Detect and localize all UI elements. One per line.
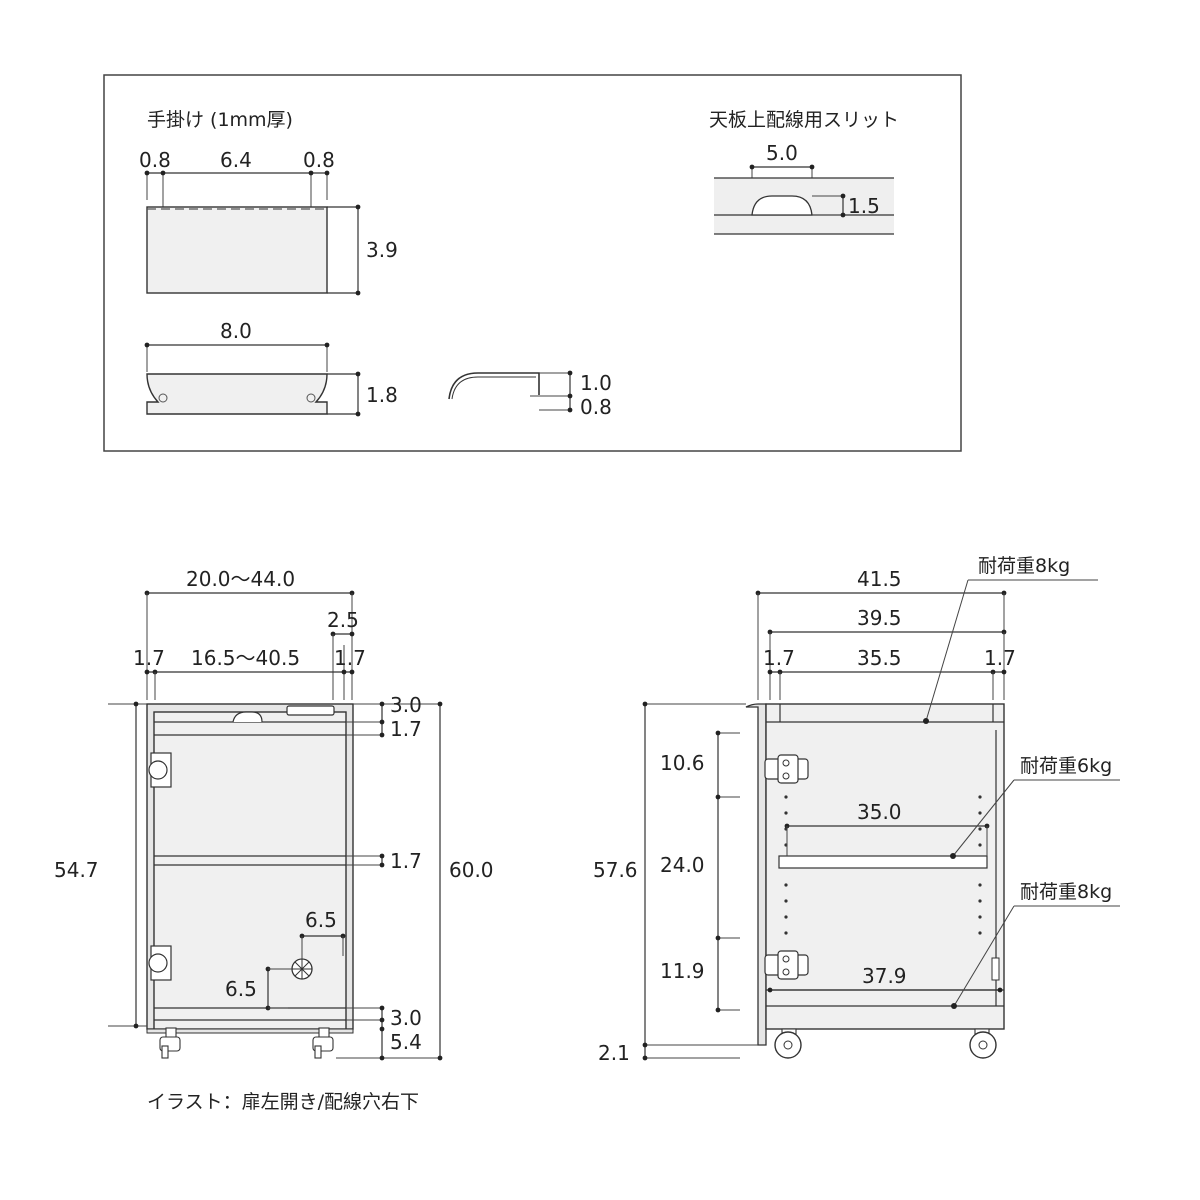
handle-top-view (144, 342, 361, 417)
front-dim-bottom-board: 3.0 (390, 1006, 422, 1030)
front-dim-side-right: 1.7 (334, 646, 366, 670)
front-view-cabinet (146, 703, 354, 1034)
front-dim-inner-height: 54.7 (54, 858, 99, 882)
side-dim-seg-top: 10.6 (660, 751, 705, 775)
front-dim-hole-x: 6.5 (305, 908, 337, 932)
front-dim-mid-shelf: 1.7 (390, 849, 422, 873)
side-hinge-bottom (764, 950, 809, 980)
slit-dim-width: 5.0 (766, 141, 798, 165)
front-dim-top-board: 3.0 (390, 693, 422, 717)
front-dim-inner-range: 16.5～40.5 (191, 646, 300, 670)
side-dim-inner: 35.5 (857, 646, 902, 670)
load-top-label: 耐荷重8kg (978, 555, 1070, 577)
side-dim-shelf-depth: 35.0 (857, 800, 902, 824)
side-hinge-top (764, 754, 809, 784)
front-dim-under-top: 1.7 (390, 717, 422, 741)
side-dim-depth-total: 41.5 (857, 567, 902, 591)
handle-dim-mid: 6.4 (220, 148, 252, 172)
side-caster-left (774, 1028, 802, 1059)
front-dim-hole-y: 6.5 (225, 977, 257, 1001)
front-view-dimensions (144, 590, 355, 700)
load-shelf-label: 耐荷重6kg (1020, 755, 1112, 777)
front-dim-side-left: 1.7 (133, 646, 165, 670)
front-dim-side-gap: 2.5 (327, 608, 359, 632)
handle-dim-left: 0.8 (139, 148, 171, 172)
front-caster-left (159, 1027, 181, 1059)
side-dim-bottom-depth: 37.9 (862, 964, 907, 988)
front-hinge-top (148, 752, 172, 788)
side-dim-seg-bottom: 11.9 (660, 959, 705, 983)
front-dim-caster: 5.4 (390, 1030, 422, 1054)
handle-dim-depth: 1.8 (366, 383, 398, 407)
load-bottom-label: 耐荷重8kg (1020, 881, 1112, 903)
slit-dim-height: 1.5 (848, 194, 880, 218)
front-cable-hole (265, 933, 346, 1011)
front-dim-total-height: 60.0 (449, 858, 494, 882)
front-dim-width-range: 20.0～44.0 (186, 567, 295, 591)
side-left-dimensions (642, 701, 758, 1061)
slit-detail (714, 164, 894, 235)
front-caption: イラスト：扉左開き/配線穴右下 (147, 1091, 419, 1113)
side-inner-dimensions (767, 823, 1003, 993)
side-dim-side-left: 1.7 (763, 646, 795, 670)
side-dim-depth-inner: 39.5 (857, 606, 902, 630)
load-leaders (923, 579, 1120, 1009)
side-dim-foot: 2.1 (598, 1041, 630, 1065)
side-top-dimensions (755, 590, 1007, 700)
handle-title: 手掛け (1mm厚) (147, 109, 293, 131)
handle-dim-height: 3.9 (366, 238, 398, 262)
side-dim-seg-mid: 24.0 (660, 853, 705, 877)
handle-dim-right: 0.8 (303, 148, 335, 172)
bend-dim-bottom: 0.8 (580, 395, 612, 419)
handle-dim-width: 8.0 (220, 319, 252, 343)
front-caster-right (312, 1027, 334, 1059)
bend-dim-top: 1.0 (580, 371, 612, 395)
front-right-dimensions (108, 701, 443, 1061)
side-caster-right (969, 1028, 997, 1059)
handle-front-view (144, 170, 361, 296)
side-dim-height: 57.6 (593, 858, 638, 882)
handle-bend-profile (448, 370, 573, 413)
front-hinge-bottom (148, 945, 172, 981)
slit-title: 天板上配線用スリット (709, 109, 899, 131)
side-dim-side-right: 1.7 (984, 646, 1016, 670)
